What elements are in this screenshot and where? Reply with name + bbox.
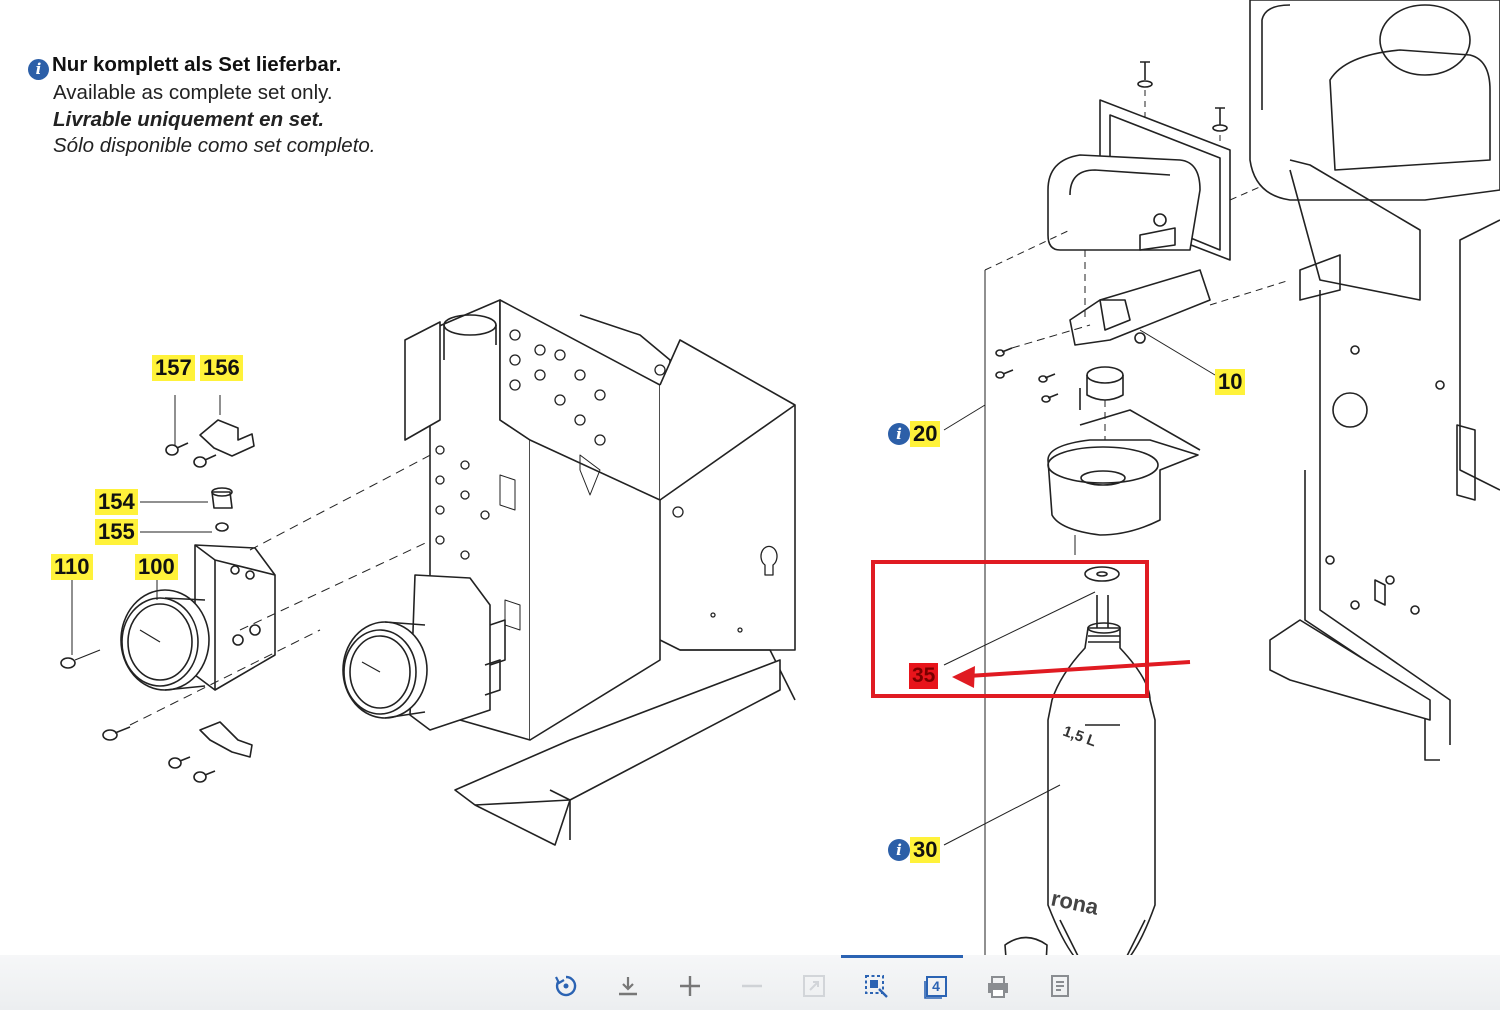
fit-page-button[interactable] <box>797 965 831 1007</box>
page-number: 4 <box>932 978 940 994</box>
gauge-bracket-assembly <box>60 395 486 783</box>
info-icon: i <box>888 839 910 861</box>
rotate-button[interactable] <box>549 965 583 1007</box>
callout-155: 155 <box>95 519 138 545</box>
select-area-icon <box>865 975 888 998</box>
pointer-arrowhead <box>952 666 975 688</box>
callout-10: 10 <box>1215 369 1246 395</box>
fit-page-icon <box>803 975 825 997</box>
callout-20: 20 <box>910 421 941 447</box>
download-button[interactable] <box>611 965 645 1007</box>
info-icon: i <box>888 423 910 445</box>
page-view-icon <box>924 976 947 999</box>
print-button[interactable] <box>981 965 1015 1007</box>
note-line-en: Available as complete set only. <box>53 81 333 104</box>
callout-157: 157 <box>152 355 195 381</box>
callout-30: 30 <box>910 837 941 863</box>
main-housing-frame <box>342 299 796 846</box>
print-icon <box>988 976 1008 998</box>
zoom-in-button[interactable] <box>673 965 707 1007</box>
note-line-fr: Livrable uniquement en set. <box>53 107 325 131</box>
callout-100: 100 <box>135 554 178 580</box>
note-line-es: Sólo disponible como set completo. <box>53 134 376 157</box>
zoom-out-icon <box>742 984 762 988</box>
notes-button[interactable] <box>1043 965 1077 1007</box>
rotate-icon <box>555 975 577 997</box>
page-view-button[interactable]: 4 <box>901 955 963 1007</box>
callout-154: 154 <box>95 489 138 515</box>
download-icon <box>619 977 637 996</box>
zoom-out-button[interactable] <box>735 965 769 1007</box>
select-area-button[interactable] <box>841 955 903 1007</box>
zoom-in-icon <box>680 976 700 996</box>
pointer-arrow <box>967 660 1191 678</box>
callout-35-highlighted: 35 <box>909 663 939 689</box>
callout-156: 156 <box>200 355 243 381</box>
info-icon: i <box>28 59 49 80</box>
highlight-box <box>871 560 1149 698</box>
callout-110: 110 <box>51 554 93 580</box>
dispenser-assembly <box>943 0 1500 986</box>
viewer-toolbar <box>0 955 1500 1010</box>
notes-icon <box>1051 975 1069 997</box>
